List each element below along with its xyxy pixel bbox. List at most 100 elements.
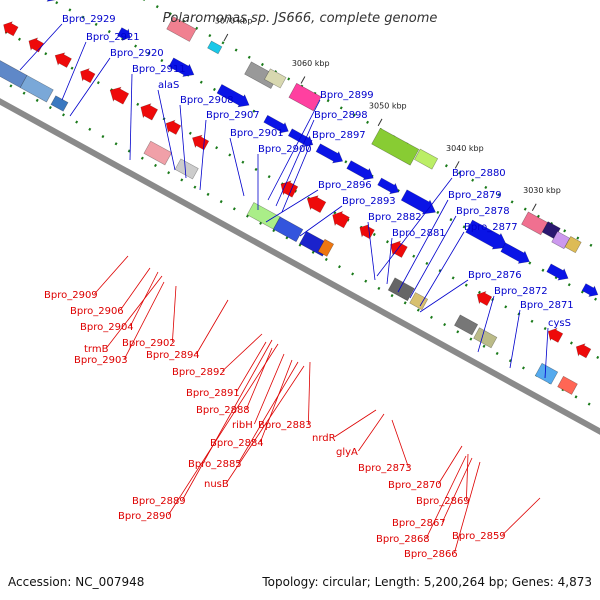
reverse-block-11-shape [454, 314, 479, 336]
forward-feature-8-shape [377, 177, 400, 195]
reverse-leader-23 [426, 455, 467, 539]
reverse-gene-label-4: Bpro_2903 [74, 355, 128, 366]
forward-gene-label-3: Bpro_2911 [132, 64, 186, 75]
reverse-gene-label-23: Bpro_2868 [376, 534, 430, 545]
reverse-block-12 [473, 327, 498, 349]
reverse-feature-3-shape [80, 68, 96, 84]
forward-block-2-shape [207, 40, 223, 55]
reverse-feature-5-shape [140, 103, 159, 121]
reverse-block-2-shape [50, 95, 69, 112]
reverse-gene-label-18: glyA [336, 447, 358, 458]
forward-leader-13 [299, 205, 343, 237]
forward-block-5 [288, 82, 322, 112]
reverse-gene-label-7: Bpro_2892 [172, 367, 226, 378]
forward-block-6 [371, 127, 420, 166]
reverse-feature-2 [54, 52, 72, 68]
forward-gene-label-21: Bpro_2872 [494, 286, 548, 297]
forward-leader-9 [267, 99, 321, 201]
reverse-leader-19 [391, 419, 409, 468]
forward-gene-label-5: Bpro_2908 [180, 95, 234, 106]
gene-labels: Bpro_2929Bpro_2921Bpro_2920Bpro_2911alaS… [19, 14, 574, 560]
forward-gene-label-20: Bpro_2876 [468, 270, 522, 281]
forward-leader-23 [544, 327, 549, 379]
forward-leader-1 [61, 41, 87, 101]
reverse-feature-15 [575, 343, 592, 359]
forward-block-6-shape [371, 127, 420, 166]
forward-block-7-shape [414, 148, 439, 170]
map-title: Polaromonas sp. JS666, complete genome [163, 11, 438, 26]
reverse-leader-22 [442, 457, 473, 523]
reverse-feature-11-shape [359, 224, 375, 240]
reverse-gene-label-5: Bpro_2902 [122, 338, 176, 349]
reverse-leader-13 [238, 361, 299, 464]
reverse-gene-label-11: Bpro_2883 [258, 420, 312, 431]
forward-feature-1-shape [117, 27, 131, 41]
reverse-gene-label-2: Bpro_2904 [80, 322, 134, 333]
reverse-leader-14 [226, 365, 305, 484]
forward-feature-10-shape [465, 219, 509, 250]
forward-gene-label-9: Bpro_2899 [320, 90, 374, 101]
reverse-gene-label-17: nrdR [312, 433, 336, 444]
reverse-block-13-shape [534, 362, 559, 385]
forward-gene-label-13: Bpro_2893 [342, 196, 396, 207]
reverse-block-5-shape [246, 202, 281, 230]
forward-leader-2 [69, 57, 111, 117]
reverse-block-2 [50, 95, 69, 112]
forward-feature-4-shape [263, 114, 289, 134]
reverse-gene-label-3: trmB [84, 344, 109, 355]
forward-block-8 [521, 211, 548, 236]
reverse-gene-label-24: Bpro_2866 [404, 549, 458, 560]
forward-gene-label-8: Bpro_2900 [258, 144, 312, 155]
reverse-block-4 [174, 158, 199, 180]
reverse-leader-5 [172, 285, 177, 343]
reverse-leader-15 [182, 339, 273, 501]
forward-leader-4 [157, 89, 176, 171]
forward-feature-8 [377, 177, 400, 195]
forward-leader-3 [129, 73, 133, 161]
reverse-leader-0 [94, 255, 129, 295]
reverse-gene-label-14: nusB [204, 479, 229, 490]
reverse-gene-label-10: ribH [232, 420, 253, 431]
forward-leader-12 [265, 189, 319, 223]
reverse-block-12-shape [473, 327, 498, 349]
forward-block-11 [564, 236, 582, 254]
forward-block-1-shape [166, 16, 197, 42]
forward-block-8-shape [521, 211, 548, 236]
accession-text: Accession: NC_007948 [8, 575, 144, 589]
forward-leader-0 [19, 23, 63, 71]
forward-leader-5 [179, 104, 187, 179]
forward-feature-7 [346, 160, 374, 181]
forward-gene-label-10: Bpro_2898 [314, 110, 368, 121]
forward-gene-label-1: Bpro_2921 [86, 32, 140, 43]
reverse-feature-1 [28, 37, 44, 53]
forward-feature-3 [216, 84, 250, 108]
reverse-gene-label-15: Bpro_2889 [132, 496, 186, 507]
forward-gene-label-0: Bpro_2929 [62, 14, 116, 25]
topology-text: Topology: circular; Length: 5,200,264 bp… [261, 575, 592, 589]
reverse-block-10 [409, 292, 429, 311]
forward-feature-13-shape [581, 283, 599, 297]
forward-block-4-shape [264, 68, 287, 89]
forward-leader-10 [275, 119, 315, 207]
reverse-feature-13-shape [476, 290, 493, 306]
forward-block-10 [551, 231, 571, 250]
reverse-feature-3 [80, 68, 96, 84]
reverse-leader-16 [168, 343, 279, 516]
reverse-leader-3 [106, 275, 163, 349]
forward-feature-0 [35, 0, 58, 2]
forward-gene-label-6: Bpro_2907 [206, 110, 260, 121]
reverse-feature-14-shape [547, 327, 564, 343]
reverse-feature-7-shape [192, 134, 210, 151]
forward-block-10-shape [551, 231, 571, 250]
reverse-leader-11 [308, 361, 311, 425]
tick-label-2: 3070 kbp [215, 17, 253, 26]
reverse-block-4-shape [174, 158, 199, 180]
reverse-block-9-shape [387, 277, 415, 302]
reverse-block-13 [534, 362, 559, 385]
reverse-leader-21 [466, 453, 469, 501]
reverse-feature-6-shape [165, 119, 182, 135]
reverse-feature-10 [332, 210, 350, 229]
forward-leader-17 [397, 199, 449, 293]
forward-gene-label-18: Bpro_2878 [456, 206, 510, 217]
